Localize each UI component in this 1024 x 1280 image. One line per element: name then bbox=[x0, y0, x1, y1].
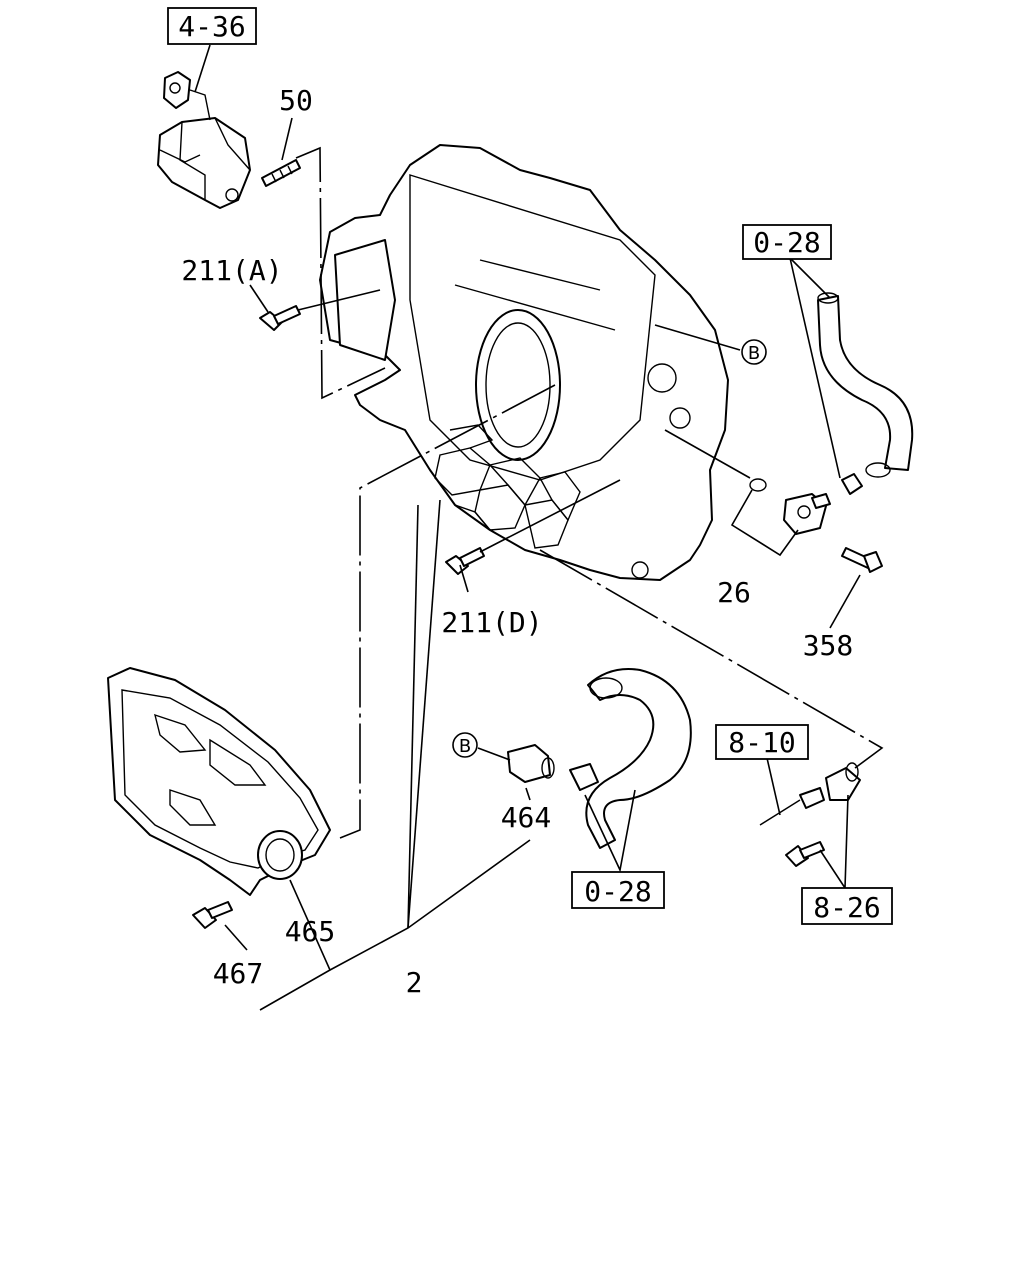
pump-assembly bbox=[157, 71, 251, 209]
bolt-211d bbox=[445, 547, 485, 575]
stud-part bbox=[261, 159, 301, 187]
ref-box-0-28-bottom[interactable]: 0-28 bbox=[571, 871, 665, 909]
callout-50: 50 bbox=[279, 84, 313, 117]
bolt-467 bbox=[192, 901, 233, 929]
callout-464: 464 bbox=[501, 801, 552, 834]
callout-211d: 211(D) bbox=[441, 606, 542, 639]
marker-b-left-label: B bbox=[459, 736, 471, 757]
fitting-464 bbox=[507, 744, 555, 783]
callout-467: 467 bbox=[213, 957, 264, 990]
ref-label-0-28-top: 0-28 bbox=[753, 226, 820, 259]
bolt-8-26 bbox=[785, 841, 825, 867]
callout-26: 26 bbox=[717, 576, 751, 609]
cover-plate bbox=[107, 667, 331, 896]
leader-lines bbox=[194, 44, 884, 1011]
ref-box-4-36[interactable]: 4-36 bbox=[167, 7, 257, 45]
ref-box-8-10[interactable]: 8-10 bbox=[715, 724, 809, 760]
flywheel-housing bbox=[319, 144, 729, 581]
callout-2: 2 bbox=[406, 966, 423, 999]
circle-marker-b-left: B bbox=[452, 732, 478, 758]
ref-label-8-10: 8-10 bbox=[728, 726, 795, 759]
circle-marker-b-right: B bbox=[741, 339, 767, 365]
hose-top bbox=[817, 292, 914, 495]
callout-465: 465 bbox=[285, 915, 336, 948]
ref-label-8-26: 8-26 bbox=[813, 891, 880, 924]
callout-211a: 211(A) bbox=[181, 254, 282, 287]
ref-label-4-36: 4-36 bbox=[178, 10, 245, 43]
housing-ribs bbox=[434, 424, 581, 549]
sensor-26 bbox=[749, 478, 831, 535]
ref-label-0-28-bottom: 0-28 bbox=[584, 875, 651, 908]
bolt-211a bbox=[259, 305, 301, 331]
ref-box-8-26[interactable]: 8-26 bbox=[801, 887, 893, 925]
bolt-358 bbox=[841, 547, 883, 573]
hose-bottom bbox=[569, 668, 692, 849]
ref-box-0-28-top[interactable]: 0-28 bbox=[742, 224, 832, 260]
marker-b-right-label: B bbox=[748, 343, 760, 364]
callout-358: 358 bbox=[803, 629, 854, 662]
